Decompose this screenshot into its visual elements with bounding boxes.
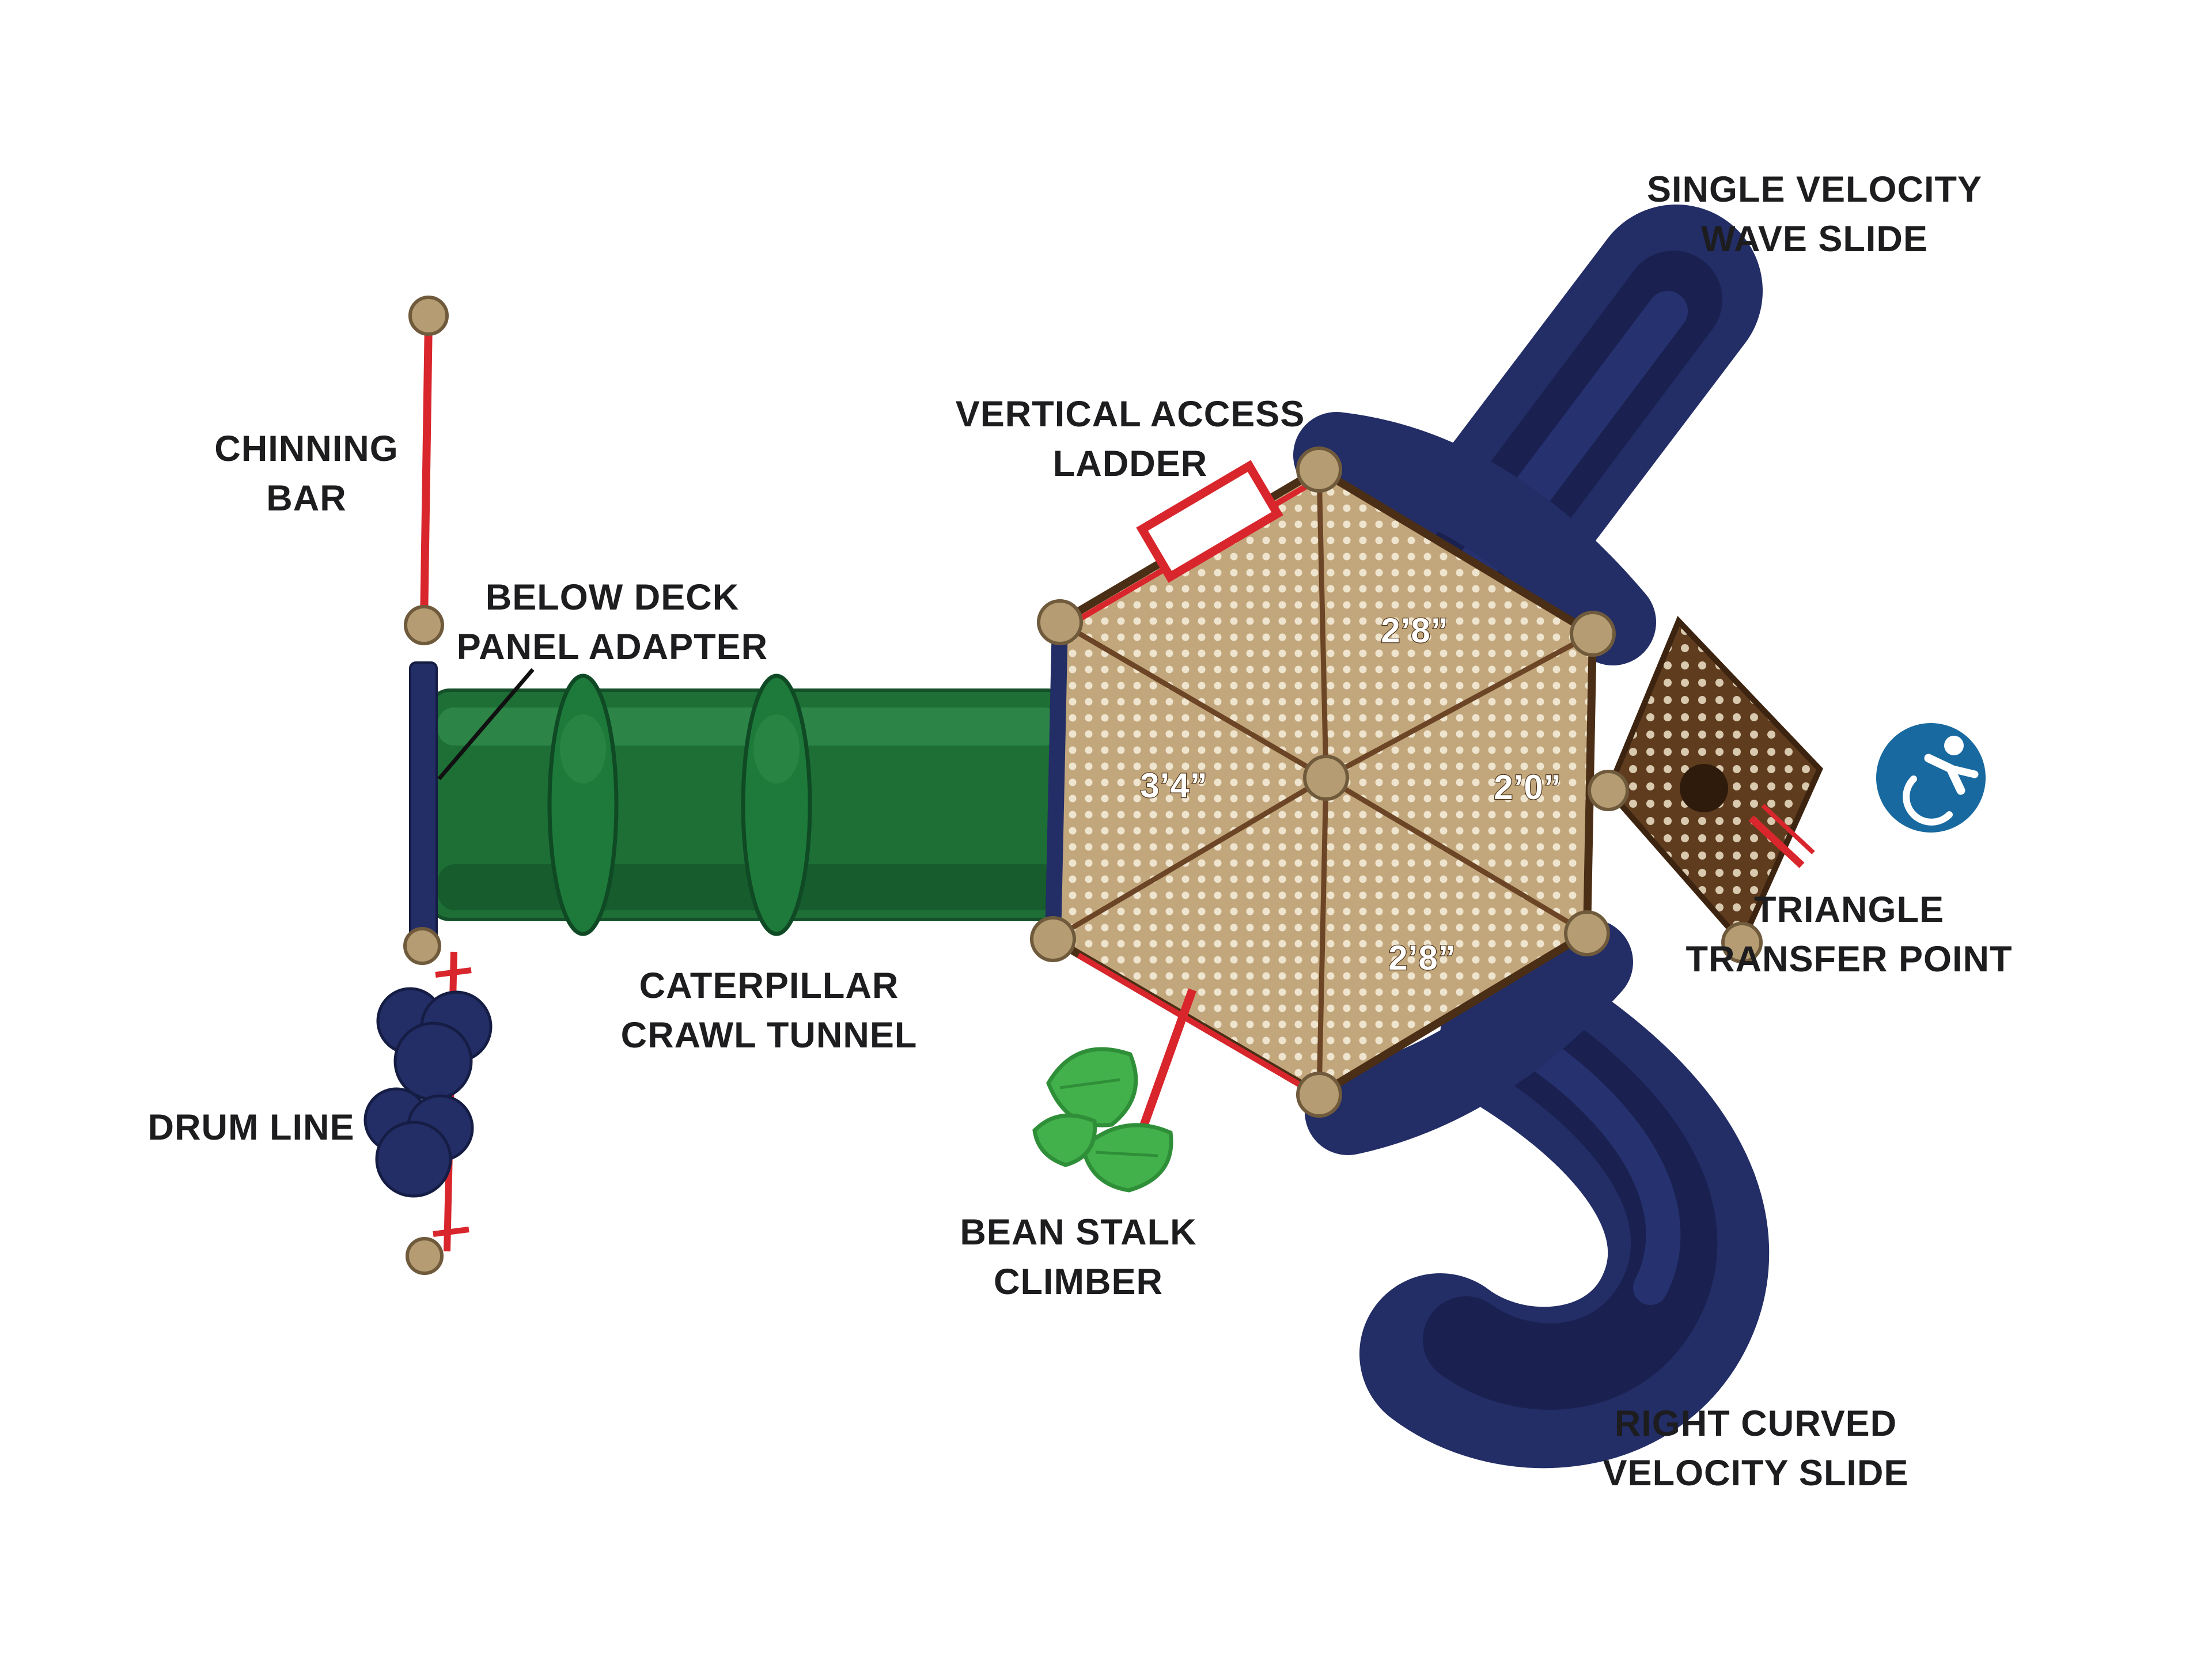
- below-deck-label-1: BELOW DECK: [486, 577, 739, 618]
- right-curved-velocity-slide: [1305, 919, 1770, 1469]
- chinning-bar-label-1: CHINNING: [214, 429, 399, 469]
- bean-stalk-climber: [1032, 988, 1197, 1193]
- chinning-bar-label-2: BAR: [266, 478, 347, 519]
- crawl-tunnel-label-1: CATERPILLAR: [639, 966, 899, 1006]
- below-deck-pointer-line: [437, 668, 535, 781]
- bean-stalk-label-1: BEAN STALK: [960, 1212, 1196, 1253]
- chinning-bar: [404, 296, 449, 645]
- vertical-access-ladder: [1136, 460, 1283, 583]
- callout-labels: SINGLE VELOCITY WAVE SLIDE VERTICAL ACCE…: [148, 169, 2012, 1493]
- crawl-tunnel-label-2: CRAWL TUNNEL: [621, 1015, 918, 1055]
- deck-height-top: 2’8”: [1381, 611, 1448, 650]
- wave-slide-label-2: WAVE SLIDE: [1701, 219, 1928, 259]
- transfer-point-label-2: TRANSFER POINT: [1685, 939, 2012, 979]
- triangle-transfer-point: [1605, 615, 1823, 948]
- deck-height-left: 3’4”: [1140, 766, 1207, 805]
- vertical-ladder-label-2: LADDER: [1053, 444, 1208, 484]
- curved-slide-label-2: VELOCITY SLIDE: [1603, 1453, 1909, 1493]
- deck-height-labels: 2’8” 3’4” 2’0” 2’8”: [1139, 611, 1562, 978]
- wave-slide-label-1: SINGLE VELOCITY: [1647, 169, 1982, 210]
- accessible-icon: [1876, 723, 1986, 833]
- drum-line: [363, 927, 493, 1275]
- below-deck-label-2: PANEL ADAPTER: [457, 627, 768, 667]
- curved-slide-label-1: RIGHT CURVED: [1615, 1403, 1897, 1444]
- deck-height-bottom: 2’8”: [1388, 939, 1456, 977]
- caterpillar-crawl-tunnel: [427, 674, 1070, 936]
- single-velocity-wave-slide: [1293, 205, 1763, 674]
- drum-line-label: DRUM LINE: [148, 1107, 355, 1148]
- vertical-ladder-label-1: VERTICAL ACCESS: [956, 394, 1305, 434]
- transfer-point-label-1: TRIANGLE: [1754, 890, 1944, 930]
- below-deck-panel-adapter: [409, 661, 438, 947]
- deck-posts: [1030, 447, 1763, 1118]
- deck-height-right: 2’0”: [1494, 768, 1561, 807]
- bean-stalk-label-2: CLIMBER: [994, 1262, 1163, 1302]
